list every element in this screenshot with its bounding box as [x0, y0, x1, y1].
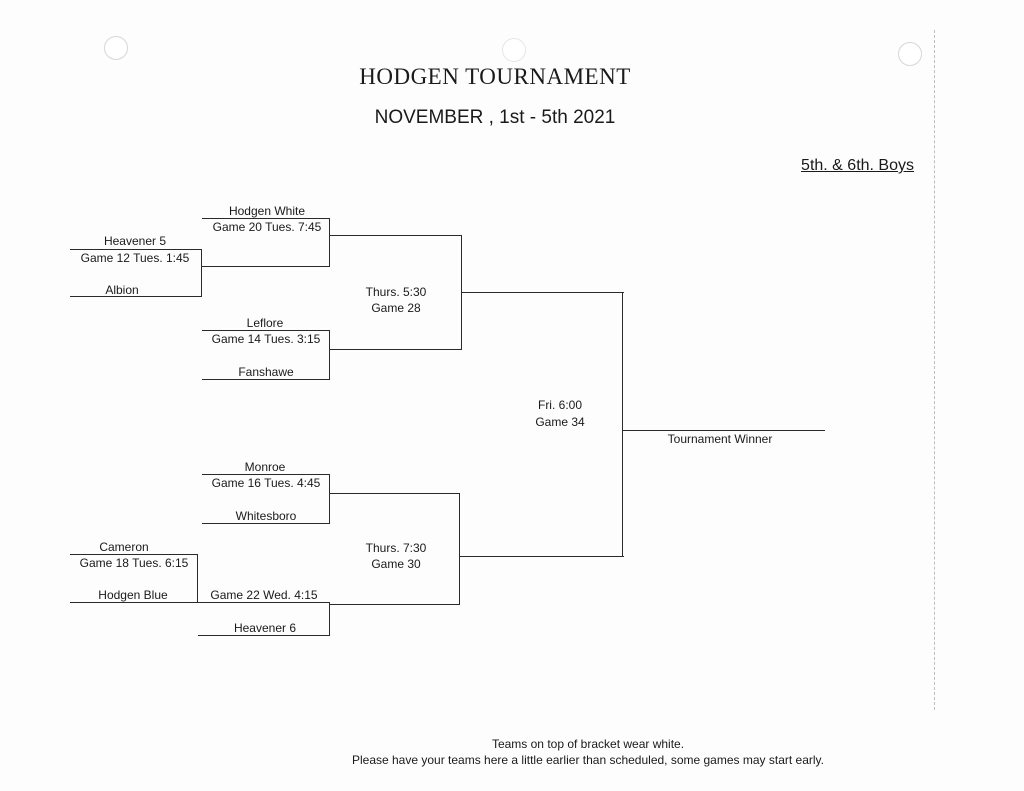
bracket-line — [70, 296, 202, 298]
bracket-line — [329, 330, 331, 380]
game-30-time: Thurs. 7:30 — [365, 541, 427, 555]
game-34-number: Game 34 — [535, 415, 585, 429]
bracket-line — [329, 602, 331, 636]
bracket-line — [623, 430, 825, 432]
game-28-number: Game 28 — [371, 301, 421, 315]
division-label: 5th. & 6th. Boys — [801, 157, 914, 174]
game-14-info: Game 14 Tues. 3:15 — [211, 332, 321, 346]
bracket-line — [202, 379, 330, 381]
punch-hole-left — [104, 36, 128, 60]
game-20-info: Game 20 Tues. 7:45 — [212, 220, 322, 234]
bracket-line — [202, 218, 330, 220]
team-fanshawe: Fanshawe — [238, 365, 294, 379]
team-hodgen-blue: Hodgen Blue — [98, 588, 168, 602]
bracket-line — [330, 349, 462, 351]
bracket-line — [330, 604, 460, 606]
bracket-line — [202, 330, 330, 332]
bracket-line — [198, 602, 330, 604]
tournament-title: HODGEN TOURNAMENT — [359, 64, 631, 89]
bracket-line — [459, 493, 461, 605]
team-albion: Albion — [105, 283, 139, 297]
punch-hole-center — [502, 38, 526, 62]
team-hodgen-white: Hodgen White — [228, 204, 306, 218]
tournament-winner-label: Tournament Winner — [667, 432, 773, 446]
game-28-time: Thurs. 5:30 — [365, 285, 427, 299]
team-monroe: Monroe — [244, 460, 286, 474]
bracket-line — [202, 474, 330, 476]
bracket-line — [202, 523, 330, 525]
bracket-line — [201, 249, 203, 297]
bracket-line — [329, 218, 331, 267]
bracket-line — [198, 635, 330, 637]
page-edge-mark — [934, 30, 935, 710]
team-heavener-6: Heavener 6 — [233, 621, 297, 635]
team-heavener-5: Heavener 5 — [103, 234, 167, 248]
bracket-line — [197, 554, 199, 603]
game-16-info: Game 16 Tues. 4:45 — [211, 476, 321, 490]
bracket-line — [70, 249, 202, 251]
game-34-time: Fri. 6:00 — [537, 398, 582, 412]
bracket-line — [329, 474, 331, 524]
bracket-line — [330, 493, 460, 495]
footer-note-2: Please have your teams here a little ear… — [351, 753, 824, 767]
game-22-info: Game 22 Wed. 4:15 — [210, 588, 318, 602]
tournament-dates: NOVEMBER , 1st - 5th 2021 — [374, 107, 616, 128]
bracket-line — [461, 292, 624, 294]
team-cameron: Cameron — [99, 540, 149, 554]
game-12-info: Game 12 Tues. 1:45 — [80, 251, 190, 265]
punch-hole-right — [898, 42, 922, 66]
team-whitesboro: Whitesboro — [235, 509, 297, 523]
game-18-info: Game 18 Tues. 6:15 — [79, 556, 189, 570]
team-leflore: Leflore — [246, 316, 284, 330]
footer-note-1: Teams on top of bracket wear white. — [491, 737, 685, 751]
bracket-line — [622, 292, 624, 557]
bracket-line — [70, 554, 198, 556]
game-30-number: Game 30 — [371, 557, 421, 571]
bracket-line — [70, 602, 198, 604]
bracket-line — [459, 556, 624, 558]
bracket-line — [202, 266, 330, 268]
bracket-line — [330, 235, 462, 237]
